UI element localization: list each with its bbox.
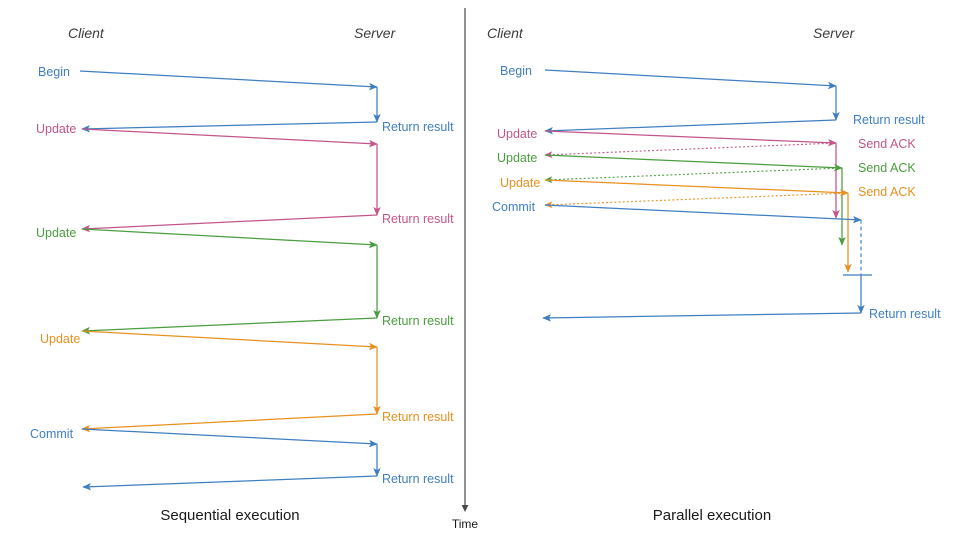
sequential-server-label-3: Return result bbox=[382, 410, 454, 424]
sequential-update1-request bbox=[81, 128, 378, 148]
sequential-caption: Sequential execution bbox=[160, 507, 299, 524]
parallel-update2-request bbox=[544, 154, 843, 172]
sequential-update2-request bbox=[81, 228, 378, 249]
parallel-client-label-4: Commit bbox=[492, 200, 536, 214]
parallel-client-label-2: Update bbox=[497, 151, 537, 165]
parallel-server-label-3: Send ACK bbox=[858, 185, 916, 199]
sequential-client-label-2: Update bbox=[36, 226, 76, 240]
sequential-update1-return bbox=[81, 214, 378, 233]
sequential-server-label-4: Return result bbox=[382, 472, 454, 486]
parallel-update3-request bbox=[544, 179, 849, 197]
sequential-client-lane-header: Client bbox=[68, 25, 105, 41]
parallel-update1-ack bbox=[544, 142, 837, 159]
sequential-server-label-1: Return result bbox=[382, 212, 454, 226]
sequential-server-label-2: Return result bbox=[382, 314, 454, 328]
parallel-caption: Parallel execution bbox=[653, 507, 771, 524]
parallel-commit-return bbox=[542, 312, 862, 322]
parallel-client-label-1: Update bbox=[497, 127, 537, 141]
sequential-commit-request bbox=[81, 428, 378, 448]
time-axis: Time bbox=[452, 8, 479, 531]
parallel-commit-request bbox=[544, 204, 862, 224]
sequential-update2-return bbox=[81, 317, 378, 335]
sequential-client-label-0: Begin bbox=[38, 65, 70, 79]
sequential-server-label-0: Return result bbox=[382, 120, 454, 134]
parallel-client-label-3: Update bbox=[500, 176, 540, 190]
parallel-begin-request bbox=[544, 69, 837, 90]
parallel-server-label-4: Return result bbox=[869, 307, 941, 321]
sequential-begin-request bbox=[79, 70, 378, 91]
time-axis-arrowhead bbox=[461, 505, 469, 512]
parallel-server-label-0: Return result bbox=[853, 113, 925, 127]
sequential-client-label-1: Update bbox=[36, 122, 76, 136]
sequential-client-label-3: Update bbox=[40, 332, 80, 346]
parallel-update2-ack bbox=[544, 167, 843, 184]
parallel-server-lane-header: Server bbox=[813, 25, 856, 41]
parallel-update1-request bbox=[544, 130, 837, 147]
sequential-client-label-4: Commit bbox=[30, 427, 74, 441]
parallel-update3-ack bbox=[544, 192, 849, 209]
sequential-server-lane-header: Server bbox=[354, 25, 397, 41]
parallel-server-label-1: Send ACK bbox=[858, 137, 916, 151]
parallel-server-label-2: Send ACK bbox=[858, 161, 916, 175]
sequential-commit-return bbox=[82, 475, 378, 491]
sequential-begin-return bbox=[81, 121, 378, 133]
sequential-update3-return bbox=[81, 413, 378, 433]
parallel-client-lane-header: Client bbox=[487, 25, 524, 41]
time-axis-label: Time bbox=[452, 517, 479, 531]
parallel-begin-return bbox=[544, 119, 837, 135]
parallel-client-label-0: Begin bbox=[500, 64, 532, 78]
sequential-update3-request bbox=[81, 330, 378, 351]
